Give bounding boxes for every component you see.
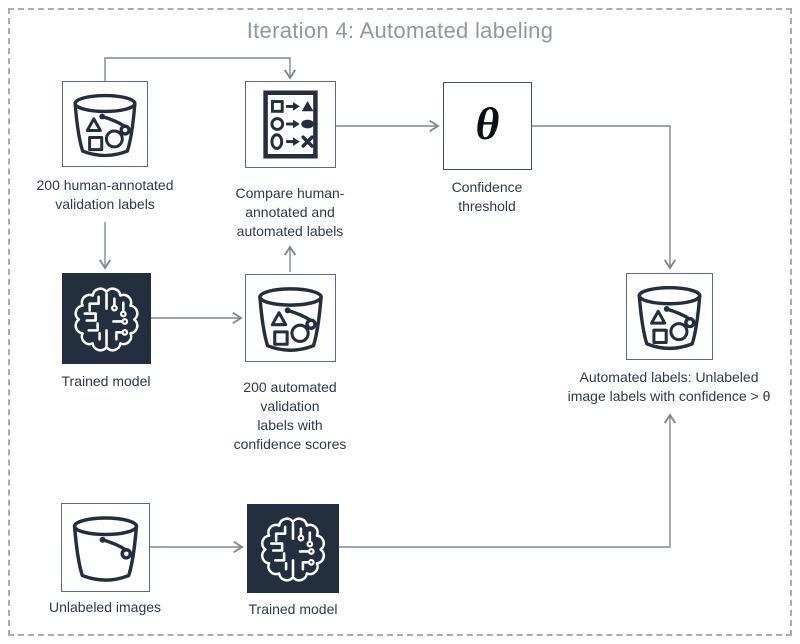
node-compare-labels	[245, 81, 336, 168]
compare-labels-icon	[246, 82, 335, 167]
label-compare: Compare human- annotated and automated l…	[235, 185, 345, 239]
label-human-annotated-validation: 200 human-annotated validation labels	[36, 177, 174, 212]
node-automated-validation-labels	[245, 274, 336, 362]
trained-model-icon	[247, 504, 339, 593]
node-confidence-threshold: θ	[443, 82, 532, 170]
s3-bucket-with-objects-icon	[246, 275, 335, 361]
label-unlabeled-images: Unlabeled images	[48, 599, 162, 615]
trained-model-icon	[62, 273, 151, 364]
s3-bucket-with-objects-icon	[63, 82, 147, 166]
s3-bucket-with-objects-icon	[627, 274, 712, 359]
label-trained-model-top: Trained model	[61, 373, 151, 389]
node-human-annotated-validation-labels	[62, 81, 148, 167]
label-confidence-threshold: Confidence threshold	[451, 179, 523, 214]
theta-symbol: θ	[475, 98, 500, 149]
edge-model-to-output-bucket	[339, 413, 677, 548]
node-automated-labels-output	[626, 273, 713, 360]
label-trained-model-bottom: Trained model	[248, 601, 338, 617]
label-automated-validation: 200 automated validation labels with con…	[233, 379, 347, 452]
edge-human-bucket-to-compare	[104, 57, 297, 81]
diagram-title: Iteration 4: Automated labeling	[246, 18, 554, 43]
node-trained-model-bottom	[247, 504, 339, 593]
s3-bucket-empty-icon	[62, 504, 149, 591]
node-trained-model-top	[62, 273, 151, 364]
label-automated-labels-output: Automated labels: Unlabeled image labels…	[567, 369, 771, 404]
node-unlabeled-images	[61, 503, 150, 592]
